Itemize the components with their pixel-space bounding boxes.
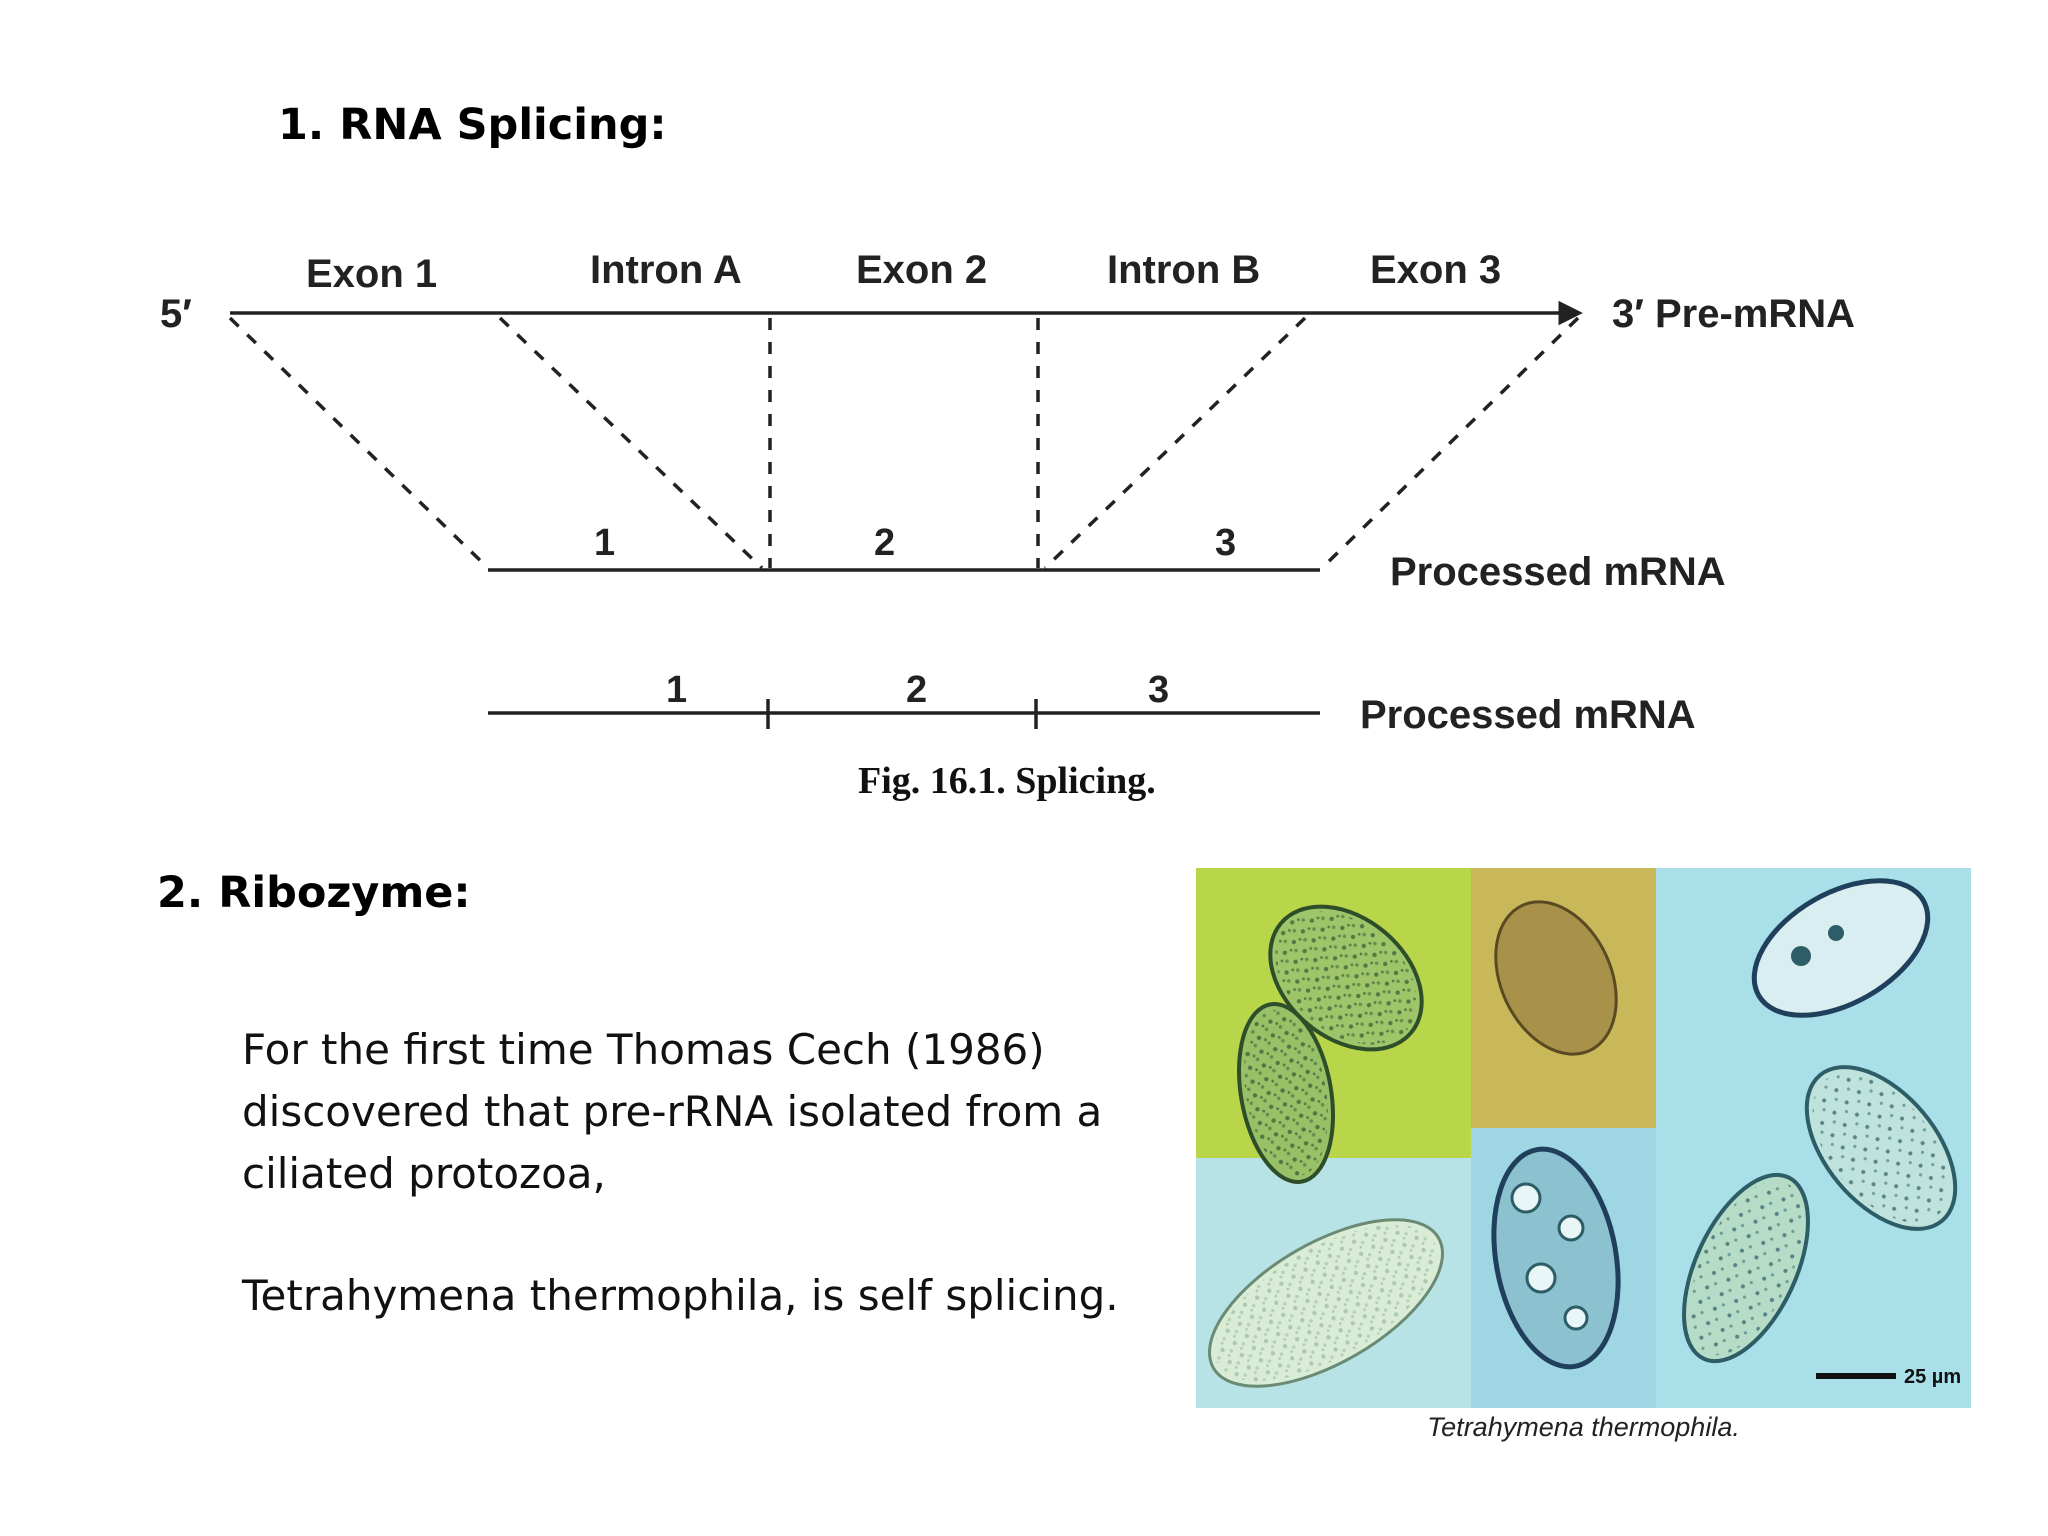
five-prime-label: 5′	[160, 292, 192, 336]
processed-mrna-label-1: Processed mRNA	[1390, 550, 1726, 594]
dashed-connectors	[228, 316, 1580, 570]
connector-exon1-start	[228, 316, 490, 570]
ribozyme-paragraph-2: Tetrahymena thermophila, is self splicin…	[242, 1271, 1119, 1320]
scale-bar	[1816, 1373, 1896, 1379]
section-heading-ribozyme: 2. Ribozyme:	[157, 868, 471, 918]
connector-exon3-end	[1320, 316, 1580, 570]
cell-mid-left	[1237, 1002, 1335, 1184]
cell-top-left	[1268, 904, 1424, 1052]
cell-top-right	[1751, 878, 1931, 1018]
micrograph-caption: Tetrahymena thermophila.	[1427, 1412, 1740, 1442]
cell-right-bottom	[1682, 1172, 1810, 1364]
segment-label-intron-b: Intron B	[1107, 248, 1260, 292]
ribozyme-paragraph-1: For the first time Thomas Cech (1986) di…	[242, 1025, 1103, 1198]
cell-bottom-left	[1207, 1218, 1445, 1388]
segment-label-exon-3: Exon 3	[1370, 248, 1501, 292]
segment-label-exon-1: Exon 1	[306, 252, 437, 296]
segment-label-exon-2: Exon 2	[856, 248, 987, 292]
three-prime-pre-mrna-label: 3′ Pre-mRNA	[1612, 292, 1855, 336]
processed-2-exon-number-2: 2	[906, 669, 927, 711]
segment-label-intron-a: Intron A	[590, 248, 742, 292]
processed-2-exon-number-1: 1	[666, 669, 687, 711]
cell-olive	[1494, 900, 1618, 1056]
processed-1-exon-number-2: 2	[874, 522, 895, 564]
processed-1-exon-number-3: 3	[1215, 522, 1236, 564]
cell-right-mid	[1804, 1065, 1958, 1231]
figure-caption: Fig. 16.1. Splicing.	[858, 760, 1156, 802]
processed-1-exon-number-1: 1	[594, 522, 615, 564]
processed-2-exon-number-3: 3	[1148, 669, 1169, 711]
connector-exon1-end	[498, 316, 764, 570]
splicing-diagram: 5′ 3′ Pre-mRNA Exon 1 Intron A Exon 2 In…	[160, 248, 1855, 802]
scale-bar-label: 25 µm	[1904, 1366, 1961, 1388]
processed-mrna-label-2: Processed mRNA	[1360, 693, 1696, 737]
cell-center	[1491, 1146, 1621, 1370]
section-heading-rna-splicing: 1. RNA Splicing:	[278, 100, 667, 150]
connector-exon3-start	[1043, 316, 1307, 570]
tetrahymena-micrograph: 25 µm	[1196, 868, 1971, 1408]
